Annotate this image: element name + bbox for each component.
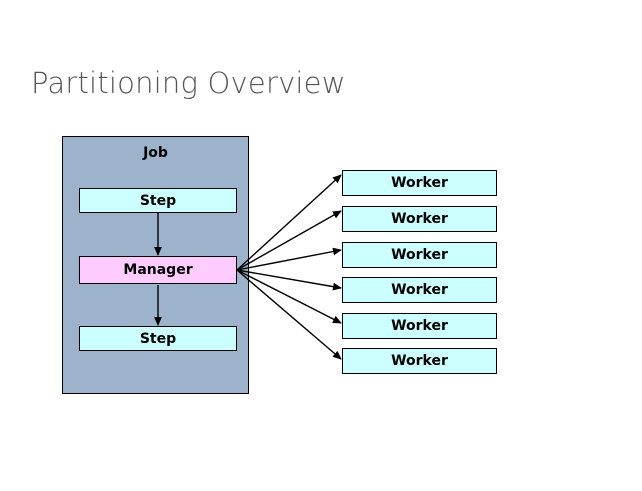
arrow-manager-to-worker-3 bbox=[236, 247, 342, 271]
arrow-manager-to-worker-1 bbox=[236, 174, 342, 271]
arrow-manager-to-worker-6 bbox=[236, 269, 342, 360]
arrow-manager-to-worker-5 bbox=[236, 269, 342, 324]
page-title: Partitioning Overview bbox=[31, 66, 346, 100]
node-step-bottom[interactable]: Step bbox=[79, 326, 237, 351]
node-worker-4[interactable]: Worker bbox=[342, 277, 497, 303]
node-worker-3[interactable]: Worker bbox=[342, 242, 497, 268]
node-worker-1[interactable]: Worker bbox=[342, 170, 497, 196]
arrow-manager-to-worker-2 bbox=[236, 210, 342, 271]
node-step-top[interactable]: Step bbox=[79, 188, 237, 213]
node-worker-6[interactable]: Worker bbox=[342, 348, 497, 374]
node-worker-2[interactable]: Worker bbox=[342, 206, 497, 232]
node-manager[interactable]: Manager bbox=[79, 256, 237, 284]
node-worker-5[interactable]: Worker bbox=[342, 313, 497, 339]
job-container-label: Job bbox=[143, 145, 168, 161]
arrow-manager-to-worker-4 bbox=[236, 269, 342, 291]
